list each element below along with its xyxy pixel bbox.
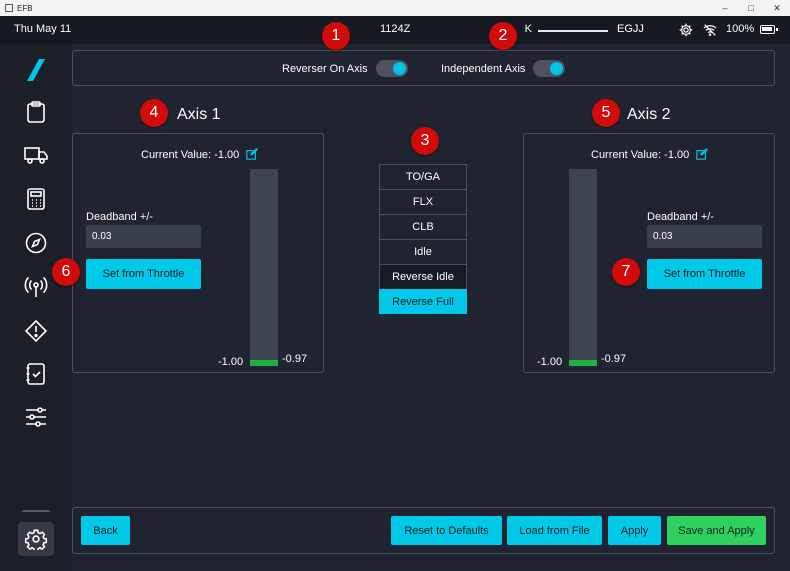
battery-icon: [760, 25, 778, 34]
axis-2-deadband-label: Deadband +/-: [647, 211, 714, 223]
axis-2-set-from-throttle-button[interactable]: Set from Throttle: [647, 259, 762, 289]
axis-1-title: Axis 1: [177, 106, 221, 123]
axis-1-current-value: Current Value: -1.00: [141, 148, 259, 161]
axis-2-title: Axis 2: [627, 106, 671, 123]
axis-1-panel: Current Value: -1.00 Deadband +/- Set fr…: [72, 133, 324, 373]
reverser-on-axis-toggle[interactable]: Reverser On Axis: [282, 60, 408, 77]
callout-marker: 3: [411, 127, 439, 155]
reset-to-defaults-button[interactable]: Reset to Defaults: [391, 516, 502, 545]
independent-axis-label: Independent Axis: [441, 62, 526, 75]
sidebar-item-performance[interactable]: [22, 185, 50, 213]
callout-marker: 5: [592, 99, 620, 127]
axis-2-current-value: Current Value: -1.00: [591, 148, 709, 161]
axis-1-deadband-input[interactable]: [86, 225, 201, 248]
callout-marker: 6: [52, 258, 80, 286]
status-bar: Thu May 11 1124Z K EGJJ 100%: [0, 16, 790, 44]
calculator-icon: [27, 188, 45, 210]
window-title: EFB: [17, 3, 33, 13]
edit-icon[interactable]: [696, 148, 709, 160]
callout-marker: 4: [140, 99, 168, 127]
detent-item[interactable]: CLB: [379, 214, 467, 239]
sidebar-item-failures[interactable]: [22, 317, 50, 345]
radio-tower-icon: [24, 276, 48, 297]
axis-1-deadband-label: Deadband +/-: [86, 211, 153, 223]
save-and-apply-button[interactable]: Save and Apply: [667, 516, 766, 545]
axis-2-value-bar: [569, 169, 597, 366]
sidebar-item-checklists[interactable]: [22, 360, 50, 388]
axis-2-current-value-text: Current Value: -1.00: [591, 149, 690, 161]
callout-marker: 2: [489, 22, 517, 50]
axis-1-value-bar: [250, 169, 278, 366]
wifi-off-icon: [703, 24, 717, 36]
sidebar-item-atc[interactable]: [22, 273, 50, 301]
sidebar-item-ground[interactable]: [22, 141, 50, 169]
axis-1-min-label: -1.00: [218, 356, 244, 368]
axis-2-deadband-input[interactable]: [647, 225, 762, 248]
origin-airport: K: [524, 23, 532, 35]
reverser-on-axis-label: Reverser On Axis: [282, 62, 368, 75]
close-icon[interactable]: ✕: [773, 2, 781, 13]
sidebar-item-settings[interactable]: [18, 522, 54, 556]
independent-axis-switch[interactable]: [533, 60, 566, 77]
sidebar: [0, 44, 72, 571]
axis-1-current-value-text: Current Value: -1.00: [141, 149, 240, 161]
gear-icon[interactable]: [678, 22, 694, 38]
detent-item[interactable]: FLX: [379, 189, 467, 214]
axis-2-panel: Current Value: -1.00 Deadband +/- Set fr…: [523, 133, 775, 373]
axis-2-max-label: -0.97: [601, 353, 627, 365]
status-date: Thu May 11: [14, 23, 72, 35]
back-button[interactable]: Back: [81, 516, 130, 545]
axis-1-set-from-throttle-button[interactable]: Set from Throttle: [86, 259, 201, 289]
app-logo: [27, 59, 45, 81]
action-bar: Back Reset to Defaults Load from File Ap…: [72, 507, 775, 554]
maximize-icon[interactable]: □: [748, 3, 754, 13]
load-from-file-button[interactable]: Load from File: [507, 516, 602, 545]
warning-diamond-icon: [25, 320, 47, 342]
destination-airport: EGJJ: [617, 23, 644, 35]
sliders-icon: [26, 407, 46, 427]
edit-icon[interactable]: [246, 148, 259, 160]
minimize-icon[interactable]: –: [722, 3, 728, 13]
checklist-icon: [26, 363, 45, 385]
detent-item[interactable]: Idle: [379, 239, 467, 264]
apply-button[interactable]: Apply: [608, 516, 661, 545]
sidebar-item-presets[interactable]: [22, 403, 50, 431]
callout-marker: 7: [612, 258, 640, 286]
sidebar-divider: [22, 510, 50, 512]
axis-options-panel: Reverser On Axis Independent Axis: [72, 50, 775, 86]
compass-icon: [25, 232, 47, 254]
callout-marker: 1: [322, 22, 350, 50]
axis-1-bar-fill: [250, 360, 278, 366]
axis-2-bar-fill: [569, 360, 597, 366]
sidebar-item-navigation[interactable]: [22, 229, 50, 257]
app-icon: [5, 4, 13, 12]
status-time: 1124Z: [380, 23, 411, 35]
gear-icon: [25, 529, 47, 550]
detent-item[interactable]: Reverse Full: [379, 289, 467, 314]
battery-percent: 100%: [726, 23, 755, 35]
route-progress-line: [538, 30, 608, 32]
axis-2-min-label: -1.00: [537, 356, 563, 368]
detent-item[interactable]: TO/GA: [379, 164, 467, 189]
sidebar-item-dashboard[interactable]: [22, 98, 50, 126]
axis-1-max-label: -0.97: [282, 353, 308, 365]
detent-item[interactable]: Reverse Idle: [379, 264, 467, 289]
window-title-bar: EFB – □ ✕: [0, 0, 790, 16]
reverser-on-axis-switch[interactable]: [375, 60, 408, 77]
truck-icon: [24, 147, 48, 164]
independent-axis-toggle[interactable]: Independent Axis: [441, 60, 566, 77]
clipboard-icon: [27, 101, 45, 123]
